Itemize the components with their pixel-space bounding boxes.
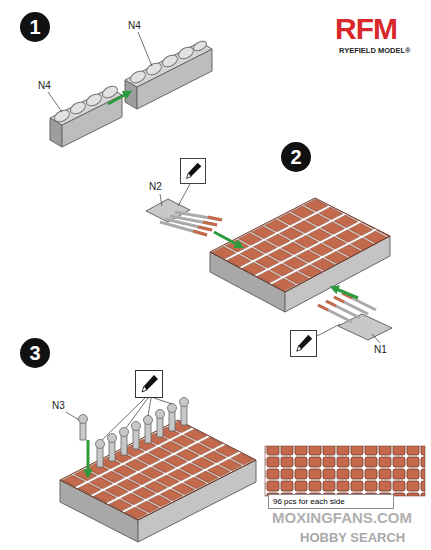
drawing-part	[208, 217, 222, 220]
track-block-right	[125, 39, 212, 109]
drawing-part	[318, 305, 352, 322]
drawing-part	[180, 398, 189, 407]
drawing-part	[168, 404, 177, 413]
drawing-part	[198, 227, 212, 230]
step-number: 2	[281, 142, 311, 172]
drawing-part	[69, 100, 88, 116]
drawing-part	[66, 412, 79, 420]
drawing-part	[120, 428, 129, 437]
drawing-part	[334, 297, 344, 302]
track-block-left	[50, 84, 122, 147]
assembly-arrow	[334, 288, 358, 298]
drawing-part	[177, 45, 196, 61]
brand-name: RYEFIELD MODEL®	[339, 47, 411, 55]
track-assembly-step2	[210, 198, 390, 312]
drawing-part	[108, 434, 117, 443]
drawing-part	[126, 398, 148, 428]
drawing-part	[342, 293, 376, 310]
track-strip	[265, 446, 425, 496]
brand-logo: RFM	[335, 14, 397, 44]
step-digit: 2	[290, 146, 301, 169]
watermark: MOXINGFANS.COM	[272, 510, 412, 525]
assembly-arrow	[108, 93, 128, 104]
track-assembly-step3	[60, 420, 256, 542]
drawing-part	[79, 415, 88, 424]
drawing-part	[145, 61, 164, 77]
drawing-part	[193, 231, 207, 235]
drawing-part	[334, 297, 368, 314]
part-label: N4	[38, 81, 51, 91]
assembly-arrow	[214, 232, 240, 246]
drawing-part	[192, 39, 208, 52]
drawing-part	[203, 222, 217, 225]
drawing-part	[318, 305, 328, 310]
leader-line	[178, 184, 190, 206]
drawing-part	[102, 398, 145, 440]
track-pins	[96, 398, 189, 468]
leader-line	[138, 32, 152, 66]
leader-line	[317, 324, 340, 336]
drawing-part	[154, 398, 172, 404]
drawing-part	[85, 92, 104, 108]
drawing-part	[160, 194, 162, 206]
drawing-part	[372, 334, 380, 343]
leader-line	[48, 92, 62, 112]
step-digit: 1	[29, 16, 40, 39]
assembly-arrow	[87, 440, 90, 474]
drawing-part	[210, 198, 390, 292]
pin-sprue-n1	[318, 293, 392, 343]
watermark: HOBBY SEARCH	[300, 531, 405, 544]
part-label: N1	[374, 345, 387, 355]
drawing-part	[144, 416, 153, 425]
cut-icon	[136, 371, 163, 398]
part-label: N3	[52, 401, 65, 411]
step-number: 1	[20, 12, 50, 42]
pin-sprue-n2	[146, 194, 222, 235]
drawing-part	[161, 53, 180, 69]
cut-icon	[290, 330, 316, 356]
drawing-part	[132, 422, 141, 431]
drawing-part	[156, 410, 165, 419]
drawing-part	[96, 440, 105, 449]
step-number: 3	[20, 338, 50, 368]
pin-n3	[66, 412, 88, 440]
leader-lines	[102, 398, 172, 440]
drawing-part	[53, 108, 72, 124]
drawing-part	[326, 301, 360, 318]
part-label: N4	[128, 21, 141, 31]
step-digit: 3	[29, 342, 40, 365]
drawing-part	[129, 69, 148, 85]
drawing-part	[148, 398, 151, 416]
part-label: N2	[149, 182, 162, 192]
drawing-part	[326, 301, 336, 306]
note-text: 96 pcs for each side	[273, 497, 345, 506]
cut-icon	[180, 158, 205, 183]
quantity-note: 96 pcs for each side	[268, 494, 394, 509]
